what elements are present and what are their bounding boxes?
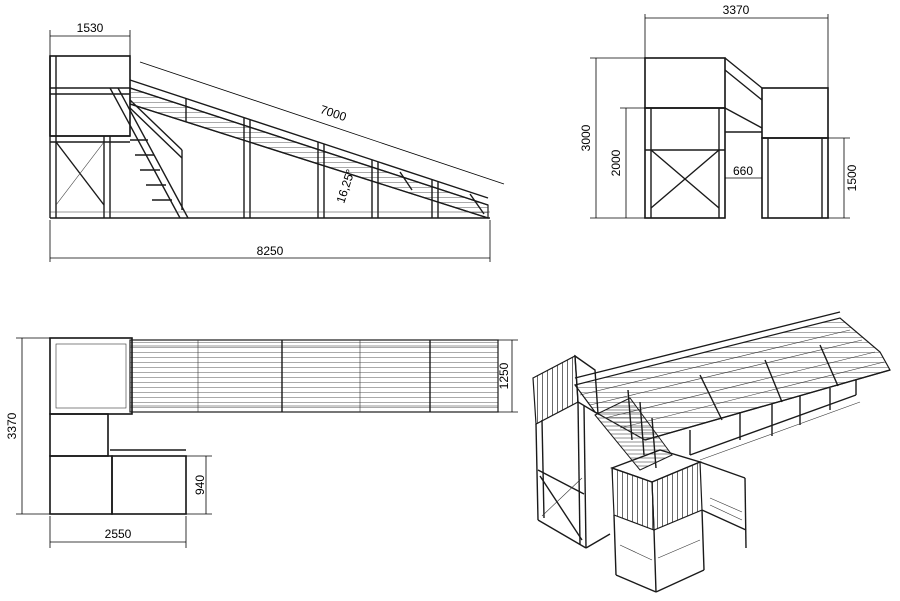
dim-plan-slide-width: 1250	[497, 339, 518, 413]
front-view: 3370 3000 2000 1500 660	[579, 3, 859, 219]
side-stairs	[109, 87, 189, 219]
iso-slide-supports	[689, 380, 861, 461]
dim-plan-base-label: 2550	[105, 527, 132, 541]
dim-side-platform-label: 1530	[77, 21, 104, 35]
plan-stairs	[49, 413, 187, 515]
dim-front-lower: 1500	[828, 137, 859, 219]
dim-plan-stair-width: 940	[186, 455, 212, 515]
dim-front-height: 3000	[579, 57, 645, 219]
plan-view: 3370 1250 940 2550	[5, 337, 518, 548]
front-tower	[644, 57, 726, 219]
dim-front-platform-label: 2000	[609, 149, 623, 176]
dim-front-step: 660	[725, 164, 762, 179]
dim-front-platform: 2000	[609, 107, 645, 218]
dim-side-angle-label: 16,25°	[334, 167, 358, 205]
dim-front-height-label: 3000	[579, 124, 593, 151]
dim-front-width-label: 3370	[723, 3, 750, 17]
iso-side-ramp	[699, 461, 747, 549]
dim-plan-base: 2550	[49, 516, 187, 548]
iso-tower	[532, 354, 611, 549]
dim-plan-stair-width-label: 940	[193, 475, 207, 495]
dim-plan-slide-width-label: 1250	[497, 362, 511, 389]
side-view: 1530 7000 16,25° 8250	[49, 21, 505, 262]
front-lower-platform	[761, 87, 829, 219]
dim-side-platform: 1530	[49, 21, 131, 56]
plan-slide	[129, 339, 499, 413]
dim-plan-depth-label: 3370	[5, 412, 19, 439]
side-slide	[129, 79, 489, 219]
dim-side-total: 8250	[49, 220, 491, 262]
side-tower	[49, 55, 131, 218]
iso-lower-platform	[609, 449, 705, 593]
dim-front-lower-label: 1500	[845, 164, 859, 191]
dim-front-step-label: 660	[733, 164, 753, 178]
dim-front-width: 3370	[644, 3, 829, 88]
front-connector	[724, 57, 763, 133]
dim-side-total-label: 8250	[257, 244, 284, 258]
dim-plan-depth: 3370	[5, 337, 50, 515]
plan-tower	[49, 337, 133, 415]
dim-side-slide-label: 7000	[318, 102, 348, 124]
isometric-view	[532, 311, 891, 593]
